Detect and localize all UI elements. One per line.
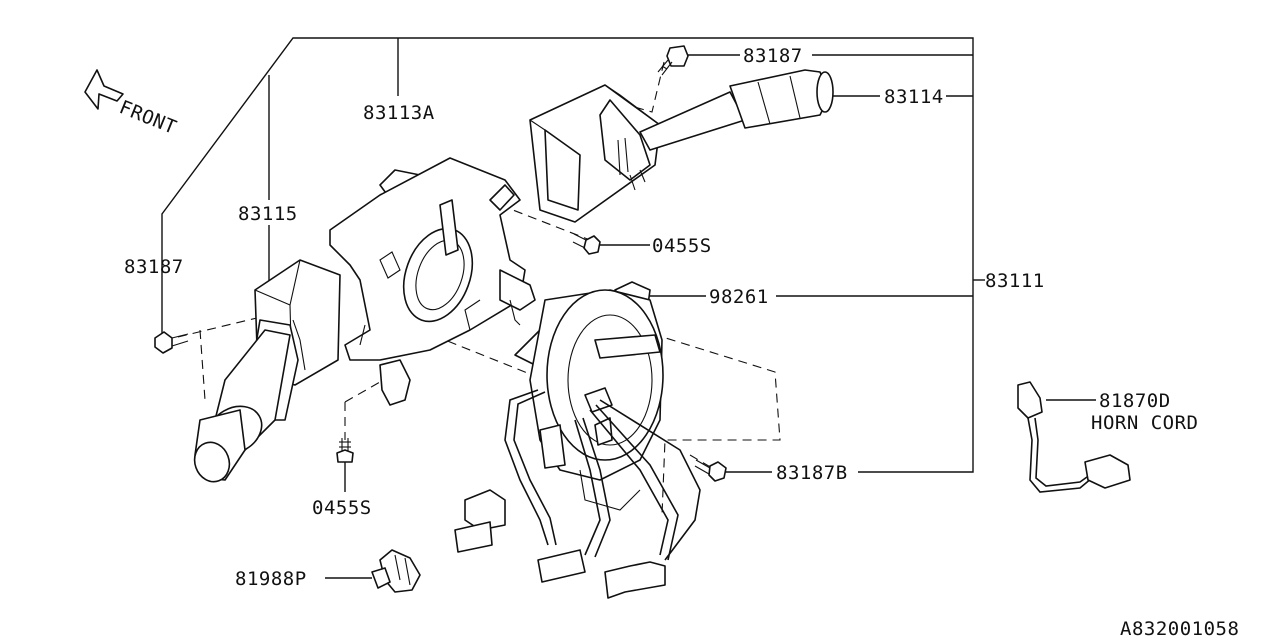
- horn-cord-81870D: [1017, 381, 1131, 493]
- callout-98261: 98261: [709, 286, 769, 308]
- assembly-bracket: [161, 37, 985, 473]
- front-arrow-icon: [84, 69, 124, 110]
- callout-83111: 83111: [985, 270, 1045, 292]
- housing-83113A: [329, 157, 536, 406]
- callout-83115: 83115: [238, 203, 298, 225]
- callout-horn-cord: HORN CORD: [1091, 412, 1198, 434]
- callout-0455S-lower: 0455S: [312, 497, 372, 519]
- turn-switch-83115: [193, 259, 341, 483]
- leader-lines: [161, 54, 1096, 579]
- callout-83187-left: 83187: [124, 256, 184, 278]
- callout-81988P: 81988P: [235, 568, 307, 590]
- screw-83187-top-icon: [657, 45, 689, 76]
- callout-83113A: 83113A: [363, 102, 435, 124]
- clip-81988P: [371, 549, 421, 593]
- screw-83187B-icon: [694, 459, 727, 482]
- screw-83187-left-icon: [154, 331, 189, 354]
- callout-83187-top: 83187: [743, 45, 803, 67]
- dashed-guides: [177, 61, 781, 516]
- drawing-code: A832001058: [1120, 618, 1239, 640]
- roll-connector-98261: [514, 281, 664, 511]
- screw-0455S-lower-icon: [336, 438, 354, 463]
- roll-connector-wires: [454, 389, 701, 599]
- front-label: FRONT: [116, 96, 180, 139]
- callout-81870D: 81870D: [1099, 390, 1171, 412]
- callout-83114: 83114: [884, 86, 944, 108]
- wiper-switch-83114: [529, 69, 834, 223]
- screw-0455S-mid-icon: [572, 233, 601, 255]
- callout-83187B: 83187B: [776, 462, 848, 484]
- callout-0455S-mid: 0455S: [652, 235, 712, 257]
